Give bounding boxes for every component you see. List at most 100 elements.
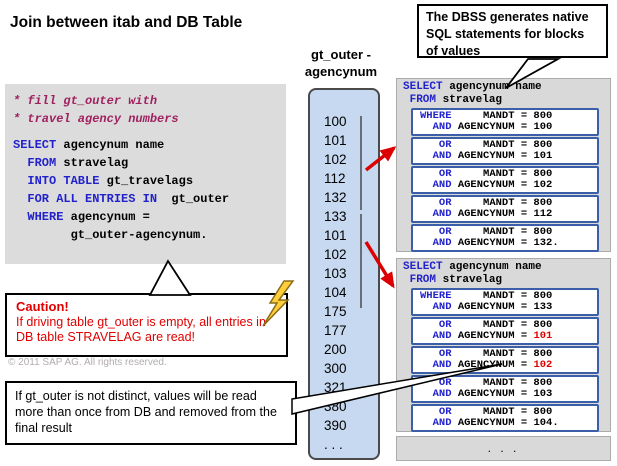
note-box: If gt_outer is not distinct, values will… [5,381,297,445]
code-line: WHERE agencynum = [13,208,278,226]
itab-value: 103 [324,266,347,281]
sql-from-line: FROM stravelag [403,274,610,287]
code-text: AGENCYNUM = [451,208,534,220]
caution-title: Caution! [16,299,69,314]
sql-condition-box: OR MANDT = 800 AND AGENCYNUM = 103 [411,375,599,403]
value-text: 112 [533,208,553,220]
code-line: INTO TABLE gt_travelags [13,172,278,190]
itab-value: 104 [324,285,347,300]
itab-value: 112 [324,171,346,186]
page-title: Join between itab and DB Table [10,14,243,31]
sql-conditions: WHERE MANDT = 800 AND AGENCYNUM = 133 OR… [403,288,610,432]
code-text: stravelag [56,156,129,170]
code-blank-line [13,128,278,136]
code-text: gt_travelags [99,174,194,188]
value-text: 104. [533,417,559,429]
code-comment: * travel agency numbers [13,112,179,126]
code-line: SELECT agencynum name [13,136,278,154]
keyword-text: FROM [13,156,57,170]
keyword-text: OR [420,319,452,331]
keyword-text: OR [420,168,452,180]
itab-header-line1: gt_outer - [311,47,371,62]
itab-value: 101 [324,133,347,148]
keyword-text: OR [420,139,452,151]
value-text: 101 [533,150,553,162]
code-text: AGENCYNUM = [451,359,534,371]
itab-value: 177 [324,323,347,338]
sql-from-line: FROM stravelag [403,94,610,107]
sql-condition-box: OR MANDT = 800 AND AGENCYNUM = 101 [411,317,599,345]
value-text: 102 [533,179,553,191]
itab-value: 321 [324,380,347,395]
code-text: agencynum name [56,138,165,152]
itab-header-line2: agencynum [304,64,378,79]
keyword-text: AND [420,150,452,162]
keyword-text: SELECT [13,138,57,152]
keyword-text: OR [420,348,452,360]
more-blocks-ellipsis: . . . [487,441,520,455]
code-text: MANDT = 800 [451,290,553,302]
code-text: agencynum name [442,261,542,273]
code-comment: * fill gt_outer with [13,94,158,108]
value-text: 103 [533,388,553,400]
itab-value: 133 [324,209,347,224]
sql-condition-box: OR MANDT = 800 AND AGENCYNUM = 104. [411,404,599,432]
dbss-callout: The DBSS generates native SQL statements… [417,4,608,58]
sql-condition-box: WHERE MANDT = 800 AND AGENCYNUM = 100 [411,108,599,136]
code-text: MANDT = 800 [451,348,553,360]
keyword-text: OR [420,197,452,209]
dbss-callout-text: The DBSS generates native SQL statements… [426,10,589,58]
caution-box: Caution! If driving table gt_outer is em… [5,293,288,357]
value-text: 132. [533,237,559,249]
code-line: FOR ALL ENTRIES IN gt_outer [13,190,278,208]
keyword-text: WHERE [420,290,452,302]
code-text: stravelag [436,94,503,106]
code-text: MANDT = 800 [451,139,553,151]
code-text: agencynum = [63,210,150,224]
keyword-text: FROM [403,94,437,106]
keyword-text: AND [420,388,452,400]
code-text: AGENCYNUM = [451,237,534,249]
keyword-text: INTO TABLE [13,174,100,188]
sql-conditions: WHERE MANDT = 800 AND AGENCYNUM = 100 OR… [403,108,610,252]
itab-value: 200 [324,342,347,357]
itab-value: 132 [324,190,347,205]
keyword-text: AND [420,237,452,249]
itab-value: 175 [324,304,347,319]
more-blocks-box: . . . [396,436,611,461]
sql-condition-box: OR MANDT = 800 AND AGENCYNUM = 102 [411,346,599,374]
keyword-text: AND [420,179,452,191]
keyword-text: AND [420,208,452,220]
itab-value: 102 [324,152,347,167]
keyword-text: OR [420,226,452,238]
sql-condition-box: OR MANDT = 800 AND AGENCYNUM = 132. [411,224,599,252]
code-text: AGENCYNUM = [451,121,534,133]
sql-select-line: SELECT agencynum name [403,81,610,94]
code-text: AGENCYNUM = [451,330,534,342]
keyword-text: AND [420,121,452,133]
duplicate-value-text: 102 [533,359,553,371]
sql-condition-box: OR MANDT = 800 AND AGENCYNUM = 112 [411,195,599,223]
code-text: AGENCYNUM = [451,301,534,313]
code-text: MANDT = 800 [451,197,553,209]
code-text: MANDT = 800 [451,319,553,331]
keyword-text: SELECT [403,261,443,273]
code-text: agencynum name [442,81,542,93]
copyright-text: © 2011 SAP AG. All rights reserved. [8,357,167,368]
value-text: 100 [533,121,553,133]
value-text: 133 [533,301,553,313]
code-text: AGENCYNUM = [451,150,534,162]
keyword-text: AND [420,301,452,313]
itab-value: 100 [324,114,347,129]
duplicate-value-text: 101 [533,330,553,342]
itab-column: 100 101 102 112 132 133 101 102 103 104 … [308,88,380,460]
sql-condition-box: OR MANDT = 800 AND AGENCYNUM = 102 [411,166,599,194]
keyword-text: AND [420,417,452,429]
keyword-text: FROM [403,274,437,286]
code-text: gt_outer [157,192,230,206]
code-text: AGENCYNUM = [451,388,534,400]
keyword-text: FOR ALL ENTRIES IN [13,192,158,206]
caution-callout-tail [148,259,192,296]
itab-value: 380 [324,399,347,414]
